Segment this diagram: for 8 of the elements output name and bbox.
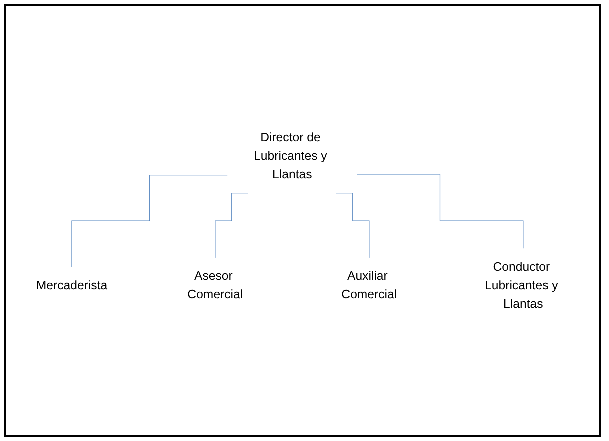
node-text: Mercaderista [36, 278, 108, 292]
node-text: Conductor Lubricantes y Llantas [484, 260, 558, 310]
node-text: Asesor Comercial [187, 269, 243, 302]
connector [71, 174, 228, 267]
connector [356, 174, 524, 249]
node-text: Director de Lubricantes y Llantas [254, 130, 327, 182]
node-text: Auxiliar Comercial [341, 269, 397, 302]
diagram-frame: Director de Lubricantes y Llantas Mercaderista Asesor Comercial Auxiliar Comercial Conductor Lubricantes y Llantas [4, 4, 601, 437]
